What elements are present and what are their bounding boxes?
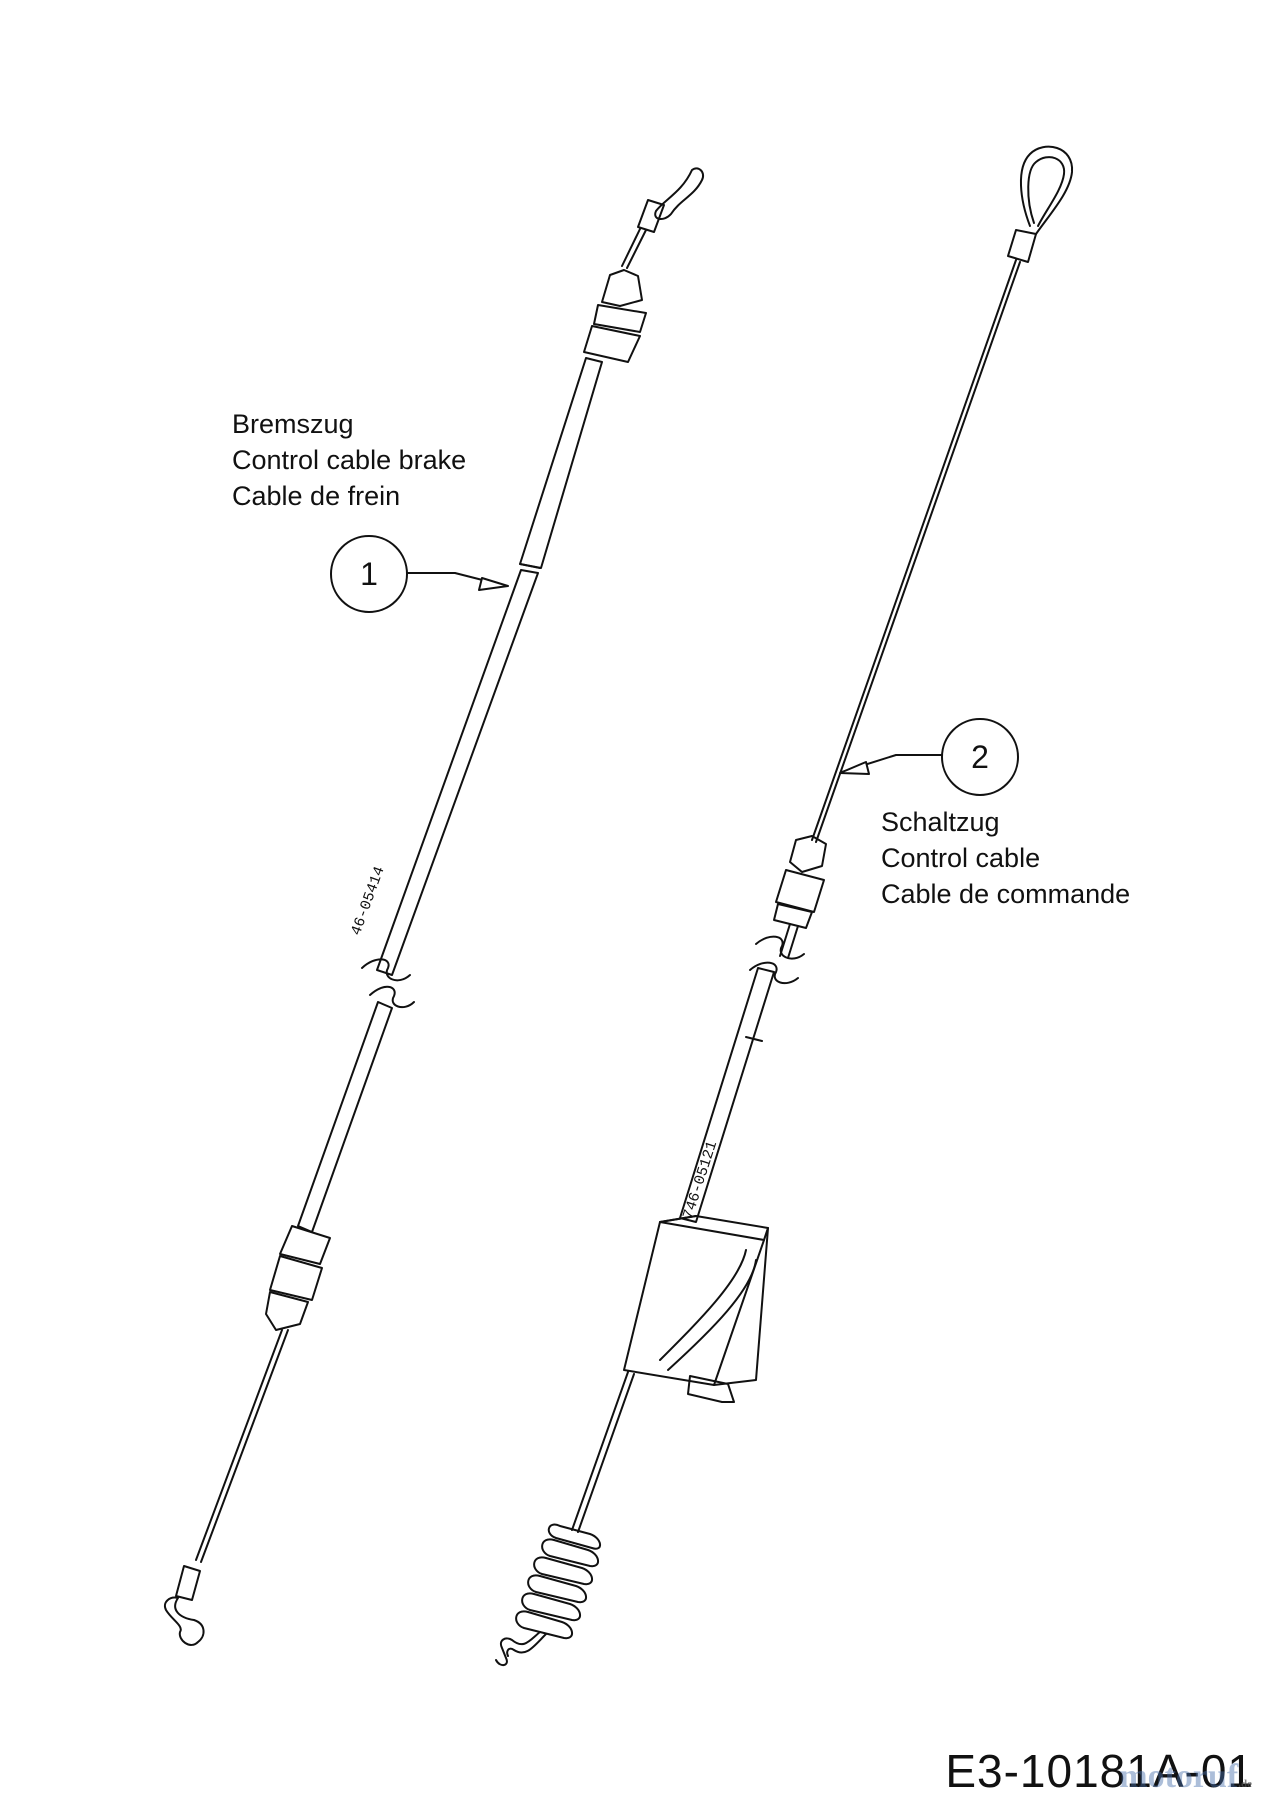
watermark-tld: .de [1238, 1778, 1252, 1790]
callout-1-number: 1 [360, 556, 378, 592]
control-cable-label-fr: Cable de commande [881, 879, 1131, 909]
control-cable-spring [515, 1523, 601, 1640]
callout-1 [330, 535, 509, 613]
callout-2-arrowhead [839, 761, 870, 775]
callout-2-number: 2 [971, 739, 989, 775]
watermark-logo: motoruf.de [1119, 1758, 1252, 1796]
brake-cable-top-fitting [601, 269, 643, 307]
control-cable-fitting [789, 835, 827, 873]
control-cable-bracket [623, 1221, 765, 1386]
brake-cable-top-hook [654, 167, 704, 220]
control-cable-drawing [495, 145, 1074, 1666]
control-cable-lower-wire [571, 1371, 629, 1531]
callout-2-circle [941, 718, 1019, 796]
callout-1-arrowhead [478, 577, 509, 591]
control-cable-conduit [679, 967, 775, 1223]
control-cable-end-hook [495, 1631, 541, 1666]
drawing-number: E3-10181A-01 [945, 1745, 1254, 1797]
brake-cable-label-en: Control cable brake [232, 445, 467, 475]
brake-cable-bottom-hook [175, 1565, 201, 1601]
control-cable-break-mark [755, 935, 805, 960]
control-cable-label-de: Schaltzug [881, 807, 1000, 837]
control-cable-top-loop [1019, 145, 1074, 235]
control-cable-top-ferrule [1007, 229, 1037, 263]
control-cable-wire [811, 259, 1017, 841]
watermark-brand: motoruf [1119, 1758, 1239, 1795]
brake-cable-bottom-fitting [279, 1225, 331, 1265]
callout-2 [839, 718, 1019, 796]
brake-cable-drawing [164, 167, 704, 1646]
brake-cable-label: Bremszug Control cable brake Cable de fr… [232, 406, 466, 514]
brake-cable-break-mark [361, 958, 411, 982]
brake-cable-bottom-wire [195, 1329, 283, 1561]
brake-cable-conduit [519, 357, 603, 569]
brake-cable-label-de: Bremszug [232, 409, 354, 439]
control-cable-bracket-pin [687, 1375, 735, 1403]
brake-cable-label-fr: Cable de frein [232, 481, 401, 511]
brake-cable-top-wire [626, 229, 647, 269]
control-cable-label: Schaltzug Control cable Cable de command… [881, 804, 1130, 912]
brake-cable-top-ferrule [637, 199, 665, 233]
control-cable-label-en: Control cable [881, 843, 1041, 873]
